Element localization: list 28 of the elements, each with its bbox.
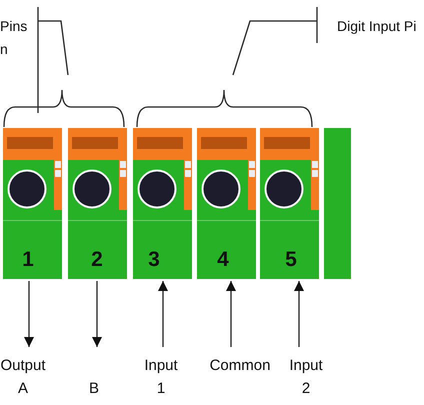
end-plate	[324, 128, 351, 279]
arrow	[294, 281, 304, 347]
leader-label: Digit Input Pi	[337, 18, 416, 35]
leader-line	[232, 6, 318, 76]
pin-number: 5	[285, 248, 297, 272]
pin-number: 2	[91, 248, 103, 272]
pin-label: Input 2	[289, 354, 323, 400]
terminal-block	[3, 128, 62, 279]
terminal-block	[260, 128, 319, 279]
pin-number: 4	[217, 248, 229, 272]
pin-number: 1	[22, 248, 34, 272]
pin-label: B	[89, 377, 99, 400]
pin-label: Common	[210, 354, 270, 377]
arrow	[158, 281, 168, 347]
pin-label: Input 1	[144, 354, 178, 400]
pin-number: 3	[148, 248, 160, 272]
curly-brace	[136, 89, 313, 127]
arrow	[92, 281, 102, 347]
terminal-block	[133, 128, 192, 279]
curly-brace	[3, 89, 125, 127]
arrow	[24, 281, 34, 347]
leader-line	[37, 6, 69, 114]
terminal-block	[68, 128, 127, 279]
leader-label: Pins	[0, 18, 28, 35]
terminal-block	[197, 128, 256, 279]
pin-label: Output A	[0, 354, 46, 400]
arrow	[226, 281, 236, 347]
leader-label: n	[0, 41, 9, 58]
